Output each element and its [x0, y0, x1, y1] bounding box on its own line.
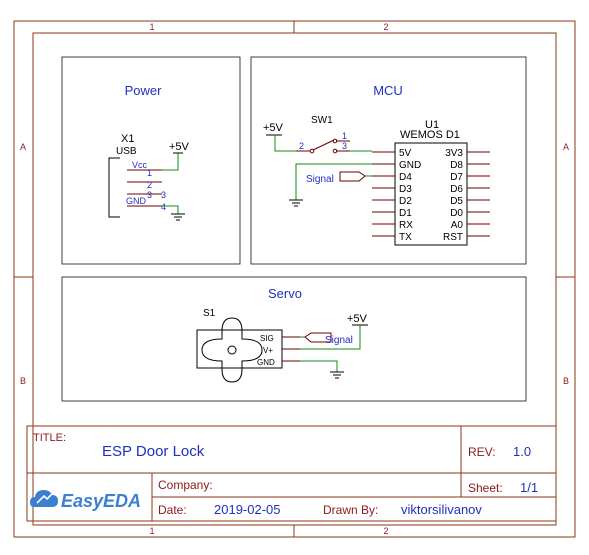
wemos-right-pin-label: D6: [450, 184, 463, 195]
frame-col-label-bottom-1: 1: [149, 526, 154, 536]
wemos-right-pin-label: D8: [450, 160, 463, 171]
usb-pin-num-4: 4: [161, 202, 166, 212]
usb-value: USB: [116, 146, 137, 157]
cloud-icon: [30, 490, 58, 507]
wemos-left-pin-label: D4: [399, 172, 412, 183]
servo-vcc-net: +5V: [300, 313, 368, 350]
company-label: Company:: [158, 478, 213, 492]
sheet-value: 1/1: [520, 480, 538, 495]
wemos-right-pin-label: A0: [451, 220, 464, 231]
frame-row-label-a-right: A: [563, 142, 569, 152]
power-section-title: Power: [125, 83, 163, 98]
title-label: TITLE:: [33, 432, 66, 444]
frame-row-label-b-left: B: [20, 376, 26, 386]
usb-pin-name-gnd: GND: [126, 196, 147, 206]
usb-pin-name-vcc: Vcc: [132, 160, 148, 170]
usb-pin-num-3b: 3: [161, 190, 166, 200]
frame-row-label-a-left: A: [20, 142, 26, 152]
wemos-left-pin-label: TX: [399, 232, 412, 243]
usb-pin-num-2: 2: [147, 180, 152, 190]
title-value: ESP Door Lock: [102, 443, 205, 460]
mcu-signal-label: Signal: [306, 174, 334, 185]
power-vcc-label: +5V: [169, 141, 190, 153]
logo-text: EasyEDA: [61, 491, 141, 511]
drawn-by-value: viktorsilivanov: [401, 502, 482, 517]
frame-col-label-1: 1: [149, 22, 154, 32]
rev-label: REV:: [468, 445, 496, 459]
servo-vcc-label: +5V: [347, 313, 368, 325]
wemos-ref: U1: [425, 119, 439, 131]
servo-s1[interactable]: S1 SIG V+ GND: [196, 308, 300, 383]
wemos-right-pin-label: RST: [443, 232, 463, 243]
easyeda-logo: EasyEDA: [30, 490, 141, 511]
mcu-ground-net: [289, 163, 372, 207]
wemos-left-pin-label: 5V: [399, 148, 412, 159]
servo-pin-sig: SIG: [260, 334, 274, 343]
usb-ref: X1: [121, 133, 134, 145]
usb-pin-num-3: 3: [147, 190, 152, 200]
switch-pin-3: 3: [342, 141, 347, 151]
wemos-left-pin-label: D2: [399, 196, 412, 207]
wemos-left-pin-label: D3: [399, 184, 412, 195]
frame-row-label-b-right: B: [563, 376, 569, 386]
usb-connector[interactable]: X1 USB Vcc GND 1 2 3 3 4: [108, 133, 166, 218]
wemos-right-pin-label: D0: [450, 208, 463, 219]
servo-pin-vplus: V+: [263, 346, 273, 355]
power-vcc-net: +5V: [162, 141, 190, 171]
servo-signal-net-flag: Signal: [300, 332, 353, 346]
power-ground-symbol: [162, 205, 185, 221]
servo-horn-icon: [201, 317, 263, 383]
servo-ref: S1: [203, 308, 216, 319]
frame-col-label-2: 2: [383, 22, 388, 32]
servo-section-title: Servo: [268, 286, 302, 301]
power-section-box: [61, 56, 241, 265]
mcu-section-title: MCU: [373, 83, 403, 98]
date-value: 2019-02-05: [214, 502, 281, 517]
frame-col-label-bottom-2: 2: [383, 526, 388, 536]
wemos-value: WEMOS D1: [400, 129, 460, 141]
switch-pin-2: 2: [299, 141, 304, 151]
wemos-left-pin-label: D1: [399, 208, 412, 219]
switch-pin-1: 1: [342, 131, 347, 141]
servo-ground-symbol: [300, 360, 344, 379]
wemos-left-pin-label: GND: [399, 160, 421, 171]
mcu-section-box: [250, 56, 527, 265]
servo-section-box: [61, 276, 527, 402]
sheet-label: Sheet:: [468, 481, 503, 495]
rev-value: 1.0: [513, 444, 531, 459]
switch-sw1[interactable]: SW1 1 2 3: [296, 115, 350, 154]
servo-pin-gnd: GND: [257, 358, 275, 367]
date-label: Date:: [158, 503, 187, 517]
title-block: TITLE: ESP Door Lock REV: 1.0 Company: S…: [26, 425, 557, 522]
drawn-by-label: Drawn By:: [323, 503, 378, 517]
servo-signal-label: Signal: [325, 335, 353, 346]
usb-pin-num-1: 1: [147, 168, 152, 178]
mcu-signal-net-flag: Signal: [306, 171, 372, 185]
drawing-frame: 1 2 1 2 A A B B: [13, 20, 576, 538]
wemos-right-pin-label: D7: [450, 172, 463, 183]
mcu-vcc-label: +5V: [263, 122, 284, 134]
wemos-right-pin-label: D5: [450, 196, 463, 207]
wemos-right-pin-label: 3V3: [445, 148, 463, 159]
mcu-vcc-net: +5V: [263, 122, 296, 152]
wemos-left-pin-label: RX: [399, 220, 413, 231]
switch-ref: SW1: [311, 115, 333, 126]
